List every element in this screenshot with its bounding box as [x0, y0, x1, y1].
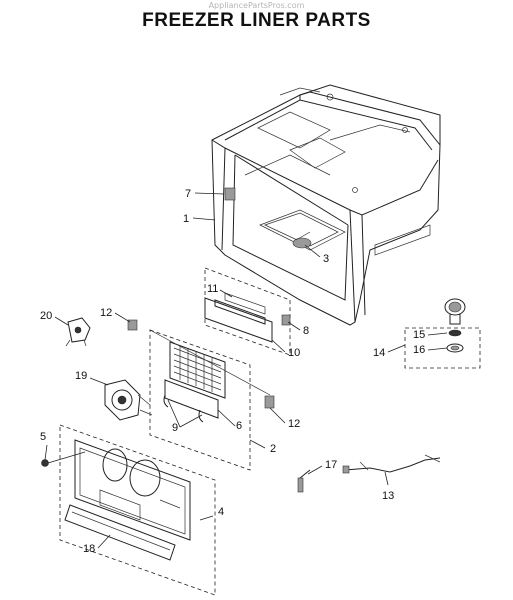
damper-knob-part[interactable] — [444, 298, 466, 325]
evaporator-part[interactable] — [169, 341, 226, 399]
callout-10: 10 — [288, 347, 301, 359]
callout-5: 5 — [40, 431, 47, 443]
clip-part[interactable] — [224, 187, 236, 201]
bracket-part[interactable] — [65, 317, 91, 347]
clip-pair-part[interactable] — [163, 394, 204, 423]
wire-harness-part[interactable] — [342, 454, 441, 474]
heater-part[interactable] — [164, 379, 219, 419]
connector-part-upper[interactable] — [127, 319, 138, 331]
page-title: FREEZER LINER PARTS — [142, 10, 371, 31]
callout-7: 7 — [185, 188, 192, 200]
callout-13: 13 — [382, 490, 395, 502]
callout-16: 16 — [413, 344, 426, 356]
callout-11: 11 — [207, 283, 219, 295]
callout-17: 17 — [325, 459, 338, 471]
thermistor-part[interactable] — [297, 469, 311, 493]
duct-trim-part[interactable] — [64, 504, 176, 561]
screw-part[interactable] — [41, 459, 49, 467]
callout-20: 20 — [40, 310, 53, 322]
fan-motor-part[interactable] — [104, 379, 153, 421]
callout-4: 4 — [218, 506, 225, 518]
grommet-part[interactable] — [281, 314, 291, 326]
callout-19: 19 — [75, 370, 88, 382]
callout-14: 14 — [373, 347, 386, 359]
connector-part-lower[interactable] — [264, 395, 275, 409]
rear-panel-part[interactable] — [74, 439, 191, 541]
drain-fitting-part[interactable] — [292, 231, 312, 249]
gasket-part[interactable] — [448, 329, 462, 337]
callout-12-upper: 12 — [100, 307, 113, 319]
callout-12-lower: 12 — [288, 418, 301, 430]
callout-15: 15 — [413, 329, 426, 341]
callout-3: 3 — [323, 253, 330, 265]
cap-part[interactable] — [446, 343, 464, 353]
freezer-liner-part[interactable] — [211, 84, 441, 326]
callout-6: 6 — [236, 420, 243, 432]
callout-9: 9 — [172, 422, 179, 434]
callout-18: 18 — [83, 543, 96, 555]
callout-1: 1 — [183, 213, 190, 225]
watermark: AppliancePartsPros.com — [208, 1, 305, 10]
callout-8: 8 — [303, 325, 310, 337]
duct-cover-part[interactable] — [204, 292, 273, 343]
tube-part[interactable] — [149, 329, 271, 396]
leader-lines — [44, 192, 448, 549]
callout-2: 2 — [270, 443, 277, 455]
